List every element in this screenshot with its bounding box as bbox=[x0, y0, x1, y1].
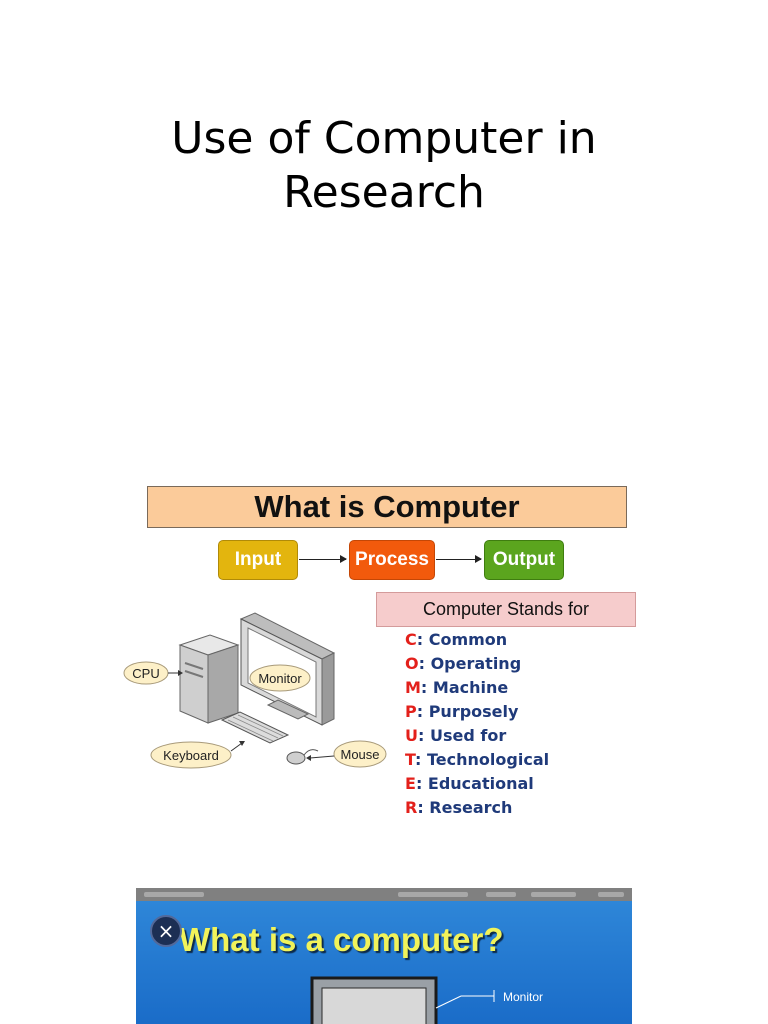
acronym-letter: P bbox=[405, 702, 417, 721]
cpu-tower-front bbox=[179, 644, 209, 724]
slide-what-is-computer: What is Computer Input Process Output CP… bbox=[118, 480, 648, 825]
keyboard-keys bbox=[227, 714, 284, 742]
flow-output-box: Output bbox=[484, 540, 564, 580]
acronym-letter: R bbox=[405, 798, 418, 817]
acronym-item: U: Used for bbox=[405, 724, 549, 748]
acronym-item: O: Operating bbox=[405, 652, 549, 676]
acronym-item: M: Machine bbox=[405, 676, 549, 700]
page-title: Use of Computer in Research bbox=[0, 112, 768, 220]
monitor-callout-bubble bbox=[249, 664, 311, 692]
mouse-body bbox=[286, 751, 306, 765]
acronym-letter: M bbox=[405, 678, 421, 697]
mouse-label: Mouse bbox=[340, 747, 379, 762]
computer-illustration: CPU Monitor Keyboard Mouse bbox=[123, 612, 387, 769]
acronym-item: P: Purposely bbox=[405, 700, 549, 724]
status-bar-blur bbox=[531, 892, 576, 897]
close-icon[interactable]: × bbox=[150, 915, 182, 947]
acronym-word: : Used for bbox=[418, 726, 507, 745]
acronym-letter: O bbox=[405, 654, 419, 673]
acronym-word: : Machine bbox=[420, 678, 509, 697]
acronym-word: : Research bbox=[417, 798, 513, 817]
mouse-cable bbox=[303, 749, 319, 756]
keyboard-callout-bubble bbox=[150, 741, 232, 769]
acronym-word: : Technological bbox=[415, 750, 550, 769]
monitor-illustration bbox=[310, 976, 495, 1024]
slide-header: What is Computer bbox=[147, 486, 627, 528]
acronym-word: : Common bbox=[416, 630, 508, 649]
acronym-word: : Operating bbox=[418, 654, 522, 673]
phone-status-bar bbox=[136, 888, 632, 901]
cpu-drive-slot bbox=[184, 662, 204, 670]
keyboard-label: Keyboard bbox=[163, 748, 219, 763]
flow-process-box: Process bbox=[349, 540, 435, 580]
acronym-item: E: Educational bbox=[405, 772, 549, 796]
acronym-letter: T bbox=[405, 750, 416, 769]
cpu-label: CPU bbox=[132, 666, 159, 681]
acronym-letter: U bbox=[405, 726, 418, 745]
slide2-title: What is a computer? bbox=[179, 921, 504, 958]
acronym-letter: C bbox=[405, 630, 417, 649]
status-bar-blur bbox=[144, 892, 204, 897]
mouse-callout-arrowhead bbox=[306, 755, 311, 761]
status-bar-blur bbox=[398, 892, 468, 897]
status-bar-blur bbox=[598, 892, 624, 897]
page-title-line-1: Use of Computer in bbox=[171, 113, 597, 164]
acronym-word: : Purposely bbox=[416, 702, 519, 721]
cpu-callout-arrowhead bbox=[178, 670, 183, 676]
mouse-callout-arrow bbox=[309, 755, 335, 759]
flow-input-box: Input bbox=[218, 540, 298, 580]
status-bar-blur bbox=[486, 892, 516, 897]
flow-arrow-icon bbox=[299, 555, 347, 563]
acronym-item: R: Research bbox=[405, 796, 549, 820]
monitor-side bbox=[321, 652, 335, 726]
monitor-screen bbox=[321, 987, 427, 1024]
acronym-letter: E bbox=[405, 774, 416, 793]
slide-what-is-a-computer: Monitor What is a computer? × bbox=[136, 888, 632, 1024]
flow-arrow-icon bbox=[436, 555, 482, 563]
monitor-stand bbox=[266, 699, 310, 720]
acronym-item: T: Technological bbox=[405, 748, 549, 772]
cpu-drive-slot bbox=[184, 670, 204, 678]
monitor-label: Monitor bbox=[258, 671, 302, 686]
monitor-pointer-line bbox=[435, 995, 462, 1009]
page-title-line-2: Research bbox=[283, 167, 485, 218]
stands-for-header: Computer Stands for bbox=[376, 592, 636, 627]
monitor-pointer-label: Monitor bbox=[503, 990, 544, 1004]
cpu-tower-side bbox=[207, 644, 239, 724]
acronym-item: C: Common bbox=[405, 628, 549, 652]
acronym-list: C: Common O: Operating M: Machine P: Pur… bbox=[405, 628, 549, 820]
acronym-word: : Educational bbox=[415, 774, 534, 793]
mouse-callout-bubble bbox=[333, 740, 387, 768]
keyboard-callout-arrowhead bbox=[239, 741, 245, 746]
keyboard-callout-arrow bbox=[230, 742, 243, 752]
